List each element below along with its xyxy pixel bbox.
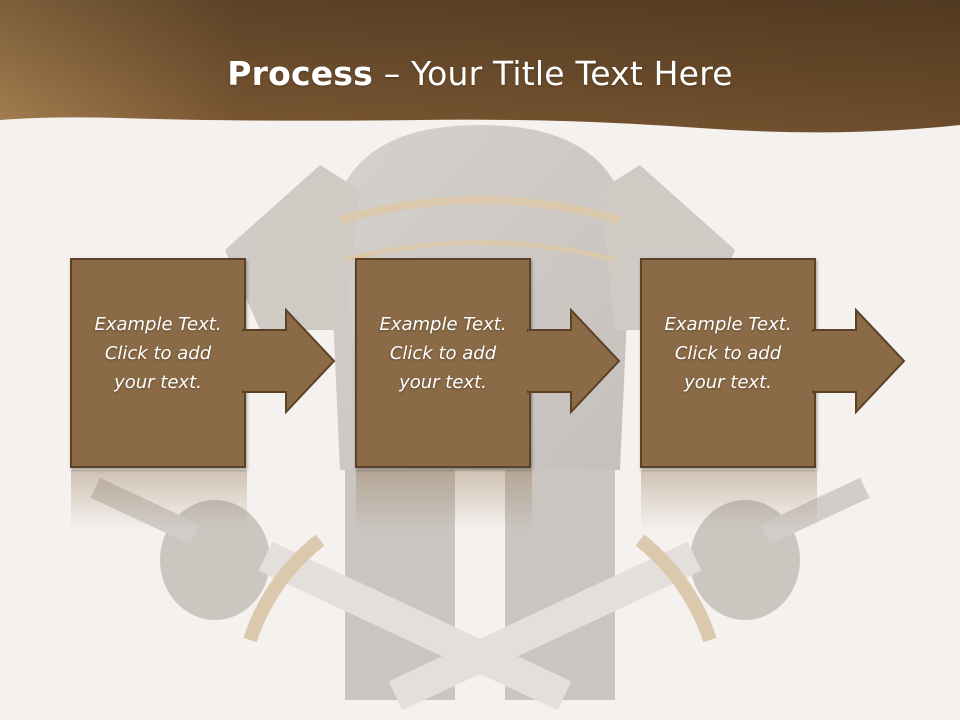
step-3-reflection: [641, 470, 817, 530]
step-1-reflection: [71, 470, 247, 530]
process-step-2[interactable]: Example Text. Click to add your text.: [355, 258, 643, 468]
step-2-box[interactable]: [355, 258, 531, 468]
slide-title[interactable]: Process – Your Title Text Here: [0, 52, 960, 96]
title-band: [0, 0, 960, 133]
step-2-text[interactable]: Example Text. Click to add your text.: [379, 314, 507, 393]
title-rest: Your Title Text Here: [411, 54, 733, 93]
right-arrow-icon: [242, 308, 336, 414]
process-step-1[interactable]: Example Text. Click to add your text.: [70, 258, 358, 468]
title-dash: –: [373, 54, 412, 93]
title-bold: Process: [227, 54, 373, 93]
right-arrow-icon: [812, 308, 906, 414]
step-1-text[interactable]: Example Text. Click to add your text.: [94, 314, 222, 393]
step-2-reflection: [356, 470, 532, 530]
step-3-text[interactable]: Example Text. Click to add your text.: [664, 314, 792, 393]
step-1-box[interactable]: [70, 258, 246, 468]
right-arrow-icon: [527, 308, 621, 414]
process-step-3[interactable]: Example Text. Click to add your text.: [640, 258, 928, 468]
